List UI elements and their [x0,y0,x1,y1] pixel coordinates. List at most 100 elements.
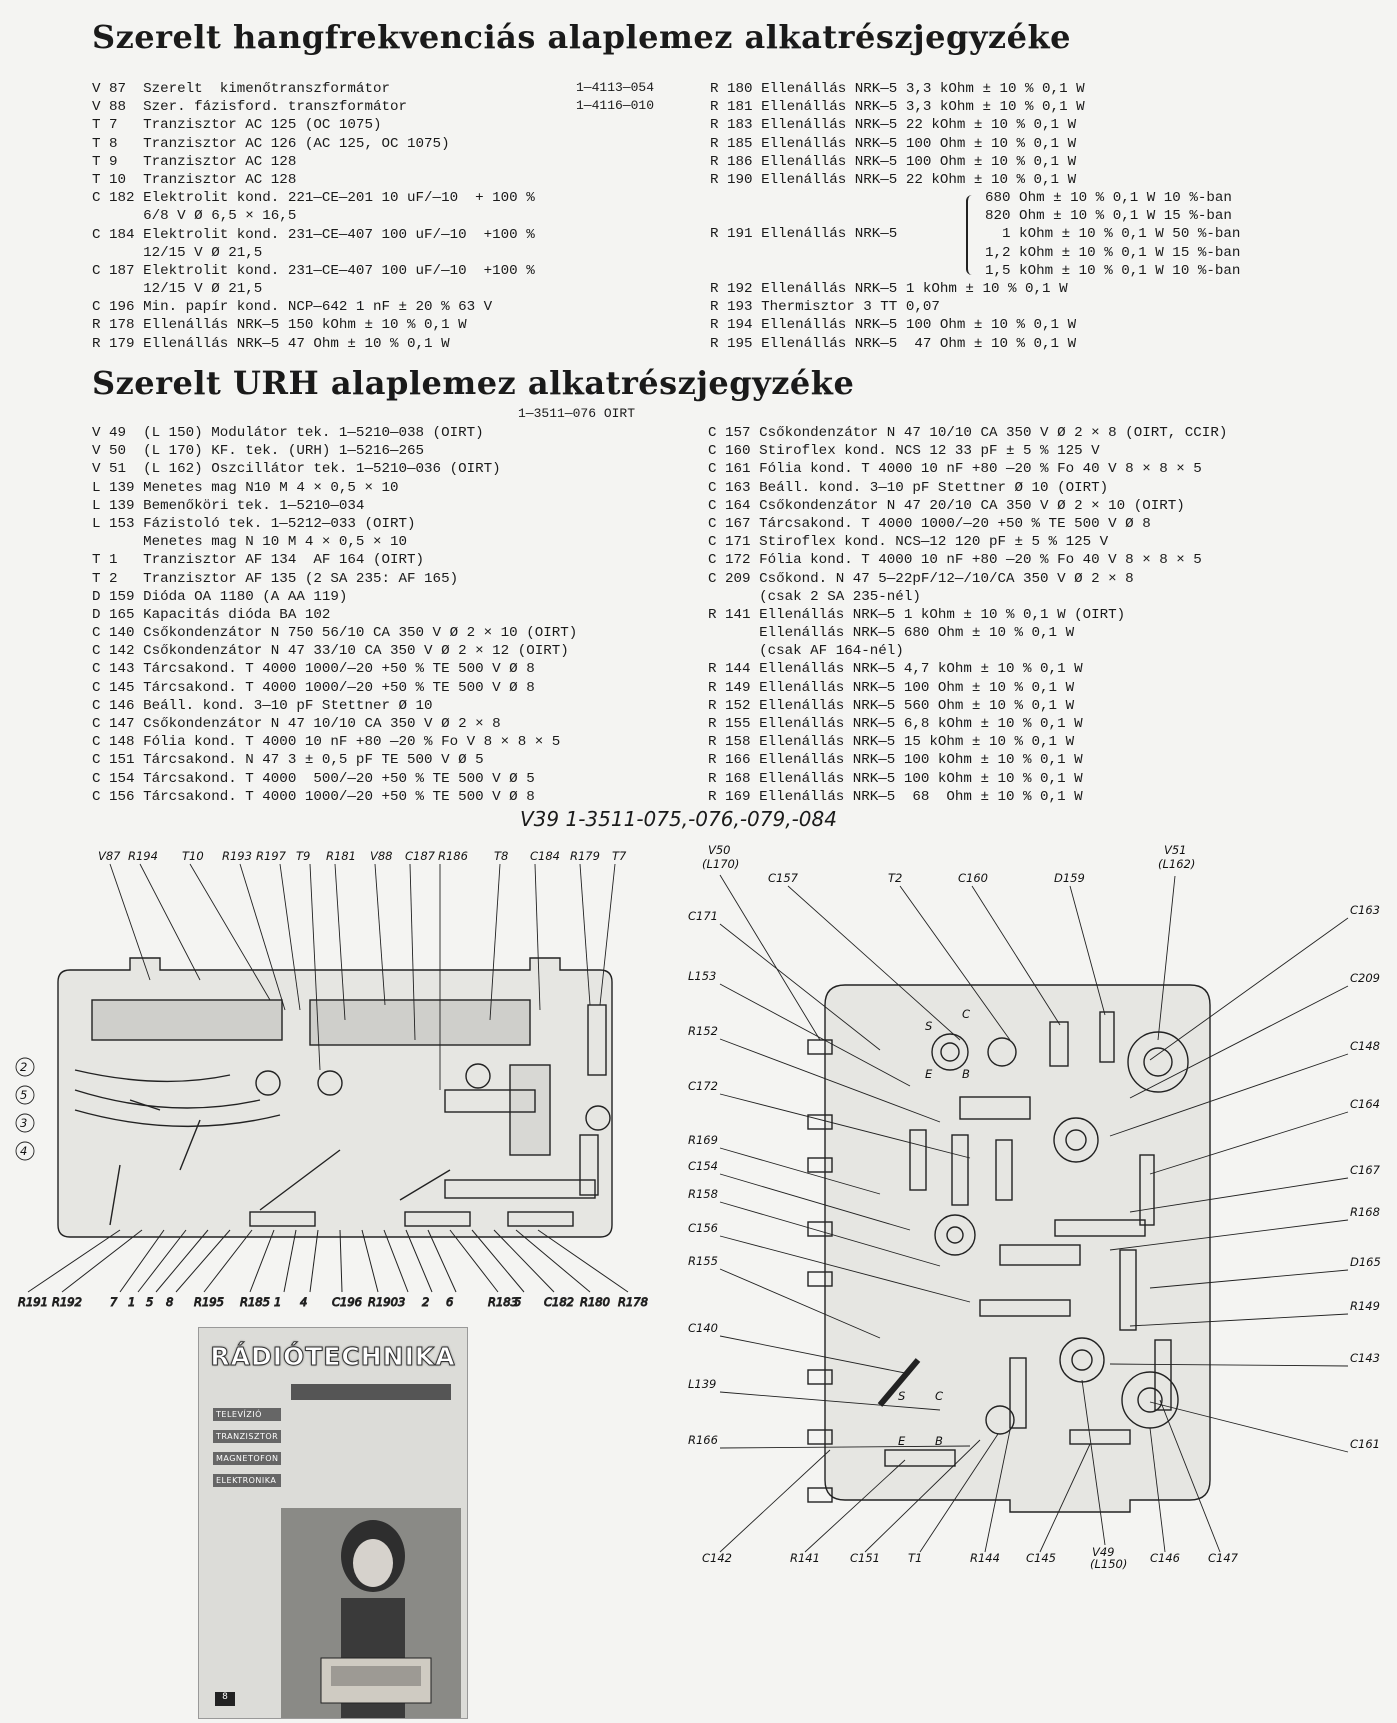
list-line: C 161 Fólia kond. T 4000 10 nF +80 —20 %… [708,461,1202,478]
leader-line [719,1391,941,1411]
list-line: R 180 Ellenállás NRK—5 3,3 kOhm ± 10 % 0… [710,81,1085,97]
part-number-v88: 1—4116—010 [576,98,655,113]
component-label: R185 [240,1295,270,1309]
component-label: C145 [1026,1551,1056,1565]
component-label: C157 [768,871,799,885]
component-label: C163 [1350,903,1380,917]
magazine-side-item: TRANZISZTOR [213,1430,281,1443]
component-label: C171 [688,909,718,923]
fm-pin-label: C [935,1389,943,1403]
leader-line [449,1229,499,1293]
leader-line [1149,1427,1166,1553]
leader-line [804,1459,906,1553]
component-label: 8 [166,1295,173,1309]
leader-line [1159,1399,1221,1553]
leader-line [283,1229,297,1293]
component-label: C140 [688,1321,718,1335]
list-line: R 155 Ellenállás NRK—5 6,8 kOhm ± 10 % 0… [708,716,1083,732]
leader-line [919,1433,999,1553]
list-line: D 165 Kapacitás dióda BA 102 [92,606,331,623]
list-line: L 153 Fázistoló tek. 1—5212—033 (OIRT) [92,515,416,532]
af-side-label: 3 [20,1116,27,1130]
component-label: C164 [1350,1097,1380,1111]
leader-line [719,1335,911,1375]
list-line: T 2 Tranzisztor AF 135 (2 SA 235: AF 165… [92,570,459,587]
diagram-caption: V39 1-3511-075,-076,-079,-084 [520,807,837,831]
list-line: V 50 (L 170) KF. tek. (URH) 1—5216—265 [92,443,425,460]
magazine-side-item: MAGNETOFON [213,1452,281,1465]
leader-line [1081,1379,1106,1546]
component-label: R179 [570,849,600,863]
leader-line [61,1229,143,1293]
list-line: 1,2 kOhm ± 10 % 0,1 W 15 %-ban [985,244,1241,261]
component-label: V51 [1164,843,1187,857]
component-label: R178 [618,1295,648,1309]
list-line: C 154 Tárcsakond. T 4000 500/—20 +50 % T… [92,770,535,787]
list-line: C 148 Fólia kond. T 4000 10 nF +80 —20 %… [92,734,561,751]
leader-line [1149,1269,1349,1289]
list-line: R 181 Ellenállás NRK—5 3,3 kOhm ± 10 % 0… [710,99,1085,116]
leader-line [1149,1401,1349,1453]
magazine-issue: 8 [215,1692,235,1706]
list-line: T 9 Tranzisztor AC 128 [92,153,297,170]
list-line: R 193 Thermisztor 3 TT 0,07 [710,299,940,316]
component-label: R194 [128,849,158,863]
list-line: R 186 Ellenállás NRK—5 100 Ohm ± 10 % 0,… [710,153,1077,170]
list-line: 680 Ohm ± 10 % 0,1 W 10 %-ban [985,190,1232,206]
component-label: C146 [1150,1551,1180,1565]
list-line: (csak AF 164-nél) [708,643,904,660]
leader-line [719,1268,881,1339]
list-line: R 185 Ellenállás NRK—5 100 Ohm ± 10 % 0,… [710,135,1077,152]
component-label: 2 [422,1295,429,1309]
leader-line [864,1439,981,1553]
leader-line [119,1229,165,1293]
leader-line [719,874,821,1041]
component-label: C167 [1350,1163,1381,1177]
component-label: C142 [702,1551,732,1565]
section1-right-list: R 180 Ellenállás NRK—5 3,3 kOhm ± 10 % 0… [710,80,1085,189]
list-line: R 195 Ellenállás NRK—5 47 Ohm ± 10 % 0,1… [710,335,1077,352]
list-line: C 140 Csőkondenzátor N 750 56/10 CA 350 … [92,625,578,642]
leader-line [1109,1363,1349,1367]
component-label: T7 [612,849,627,863]
leader-line [383,1229,409,1293]
leader-line [984,1429,1011,1553]
component-label: R195 [194,1295,224,1309]
list-line: C 209 Csőkond. N 47 5—22pF/12—/10/CA 350… [708,570,1134,587]
component-label: R183 [488,1295,518,1309]
list-line: R 178 Ellenállás NRK—5 150 kOhm ± 10 % 0… [92,317,467,334]
component-label: C209 [1350,971,1380,985]
leader-line [249,1229,275,1293]
component-label: T2 [888,871,902,885]
component-label: V49 [1092,1545,1115,1559]
leader-line [471,1229,525,1293]
list-line: (csak 2 SA 235-nél) [708,588,921,605]
component-label: C147 [1208,1551,1239,1565]
list-line: C 196 Min. papír kond. NCP—642 1 nF ± 20… [92,299,493,316]
component-label: L153 [688,969,716,983]
component-label: D165 [1350,1255,1381,1269]
leader-line [719,1201,941,1267]
leader-line [1149,917,1349,1061]
list-line: V 49 (L 150) Modulátor tek. 1—5210—038 (… [92,425,484,441]
list-line: R 144 Ellenállás NRK—5 4,7 kOhm ± 10 % 0… [708,661,1083,678]
leader-line [537,1229,629,1293]
af-side-label: 5 [20,1088,27,1102]
section1-title: Szerelt hangfrekvenciás alaplemez alkatr… [92,18,1071,56]
list-line: R 158 Ellenállás NRK—5 15 kOhm ± 10 % 0,… [708,734,1075,751]
component-label: D159 [1054,871,1085,885]
component-label: R166 [688,1433,718,1447]
component-label: R152 [688,1024,718,1038]
component-label: C154 [688,1159,718,1173]
fm-pin-label: E [925,1067,933,1081]
fm-pin-label: B [962,1067,970,1081]
component-label: 1 [274,1295,281,1309]
component-label: C160 [958,871,988,885]
leader-line [405,1229,433,1293]
leader-line [719,1038,941,1123]
list-line: L 139 Bemenőköri tek. 1—5210—034 [92,497,365,514]
component-label: V88 [370,849,393,863]
component-label: C156 [688,1221,718,1235]
leader-line [339,1229,343,1293]
